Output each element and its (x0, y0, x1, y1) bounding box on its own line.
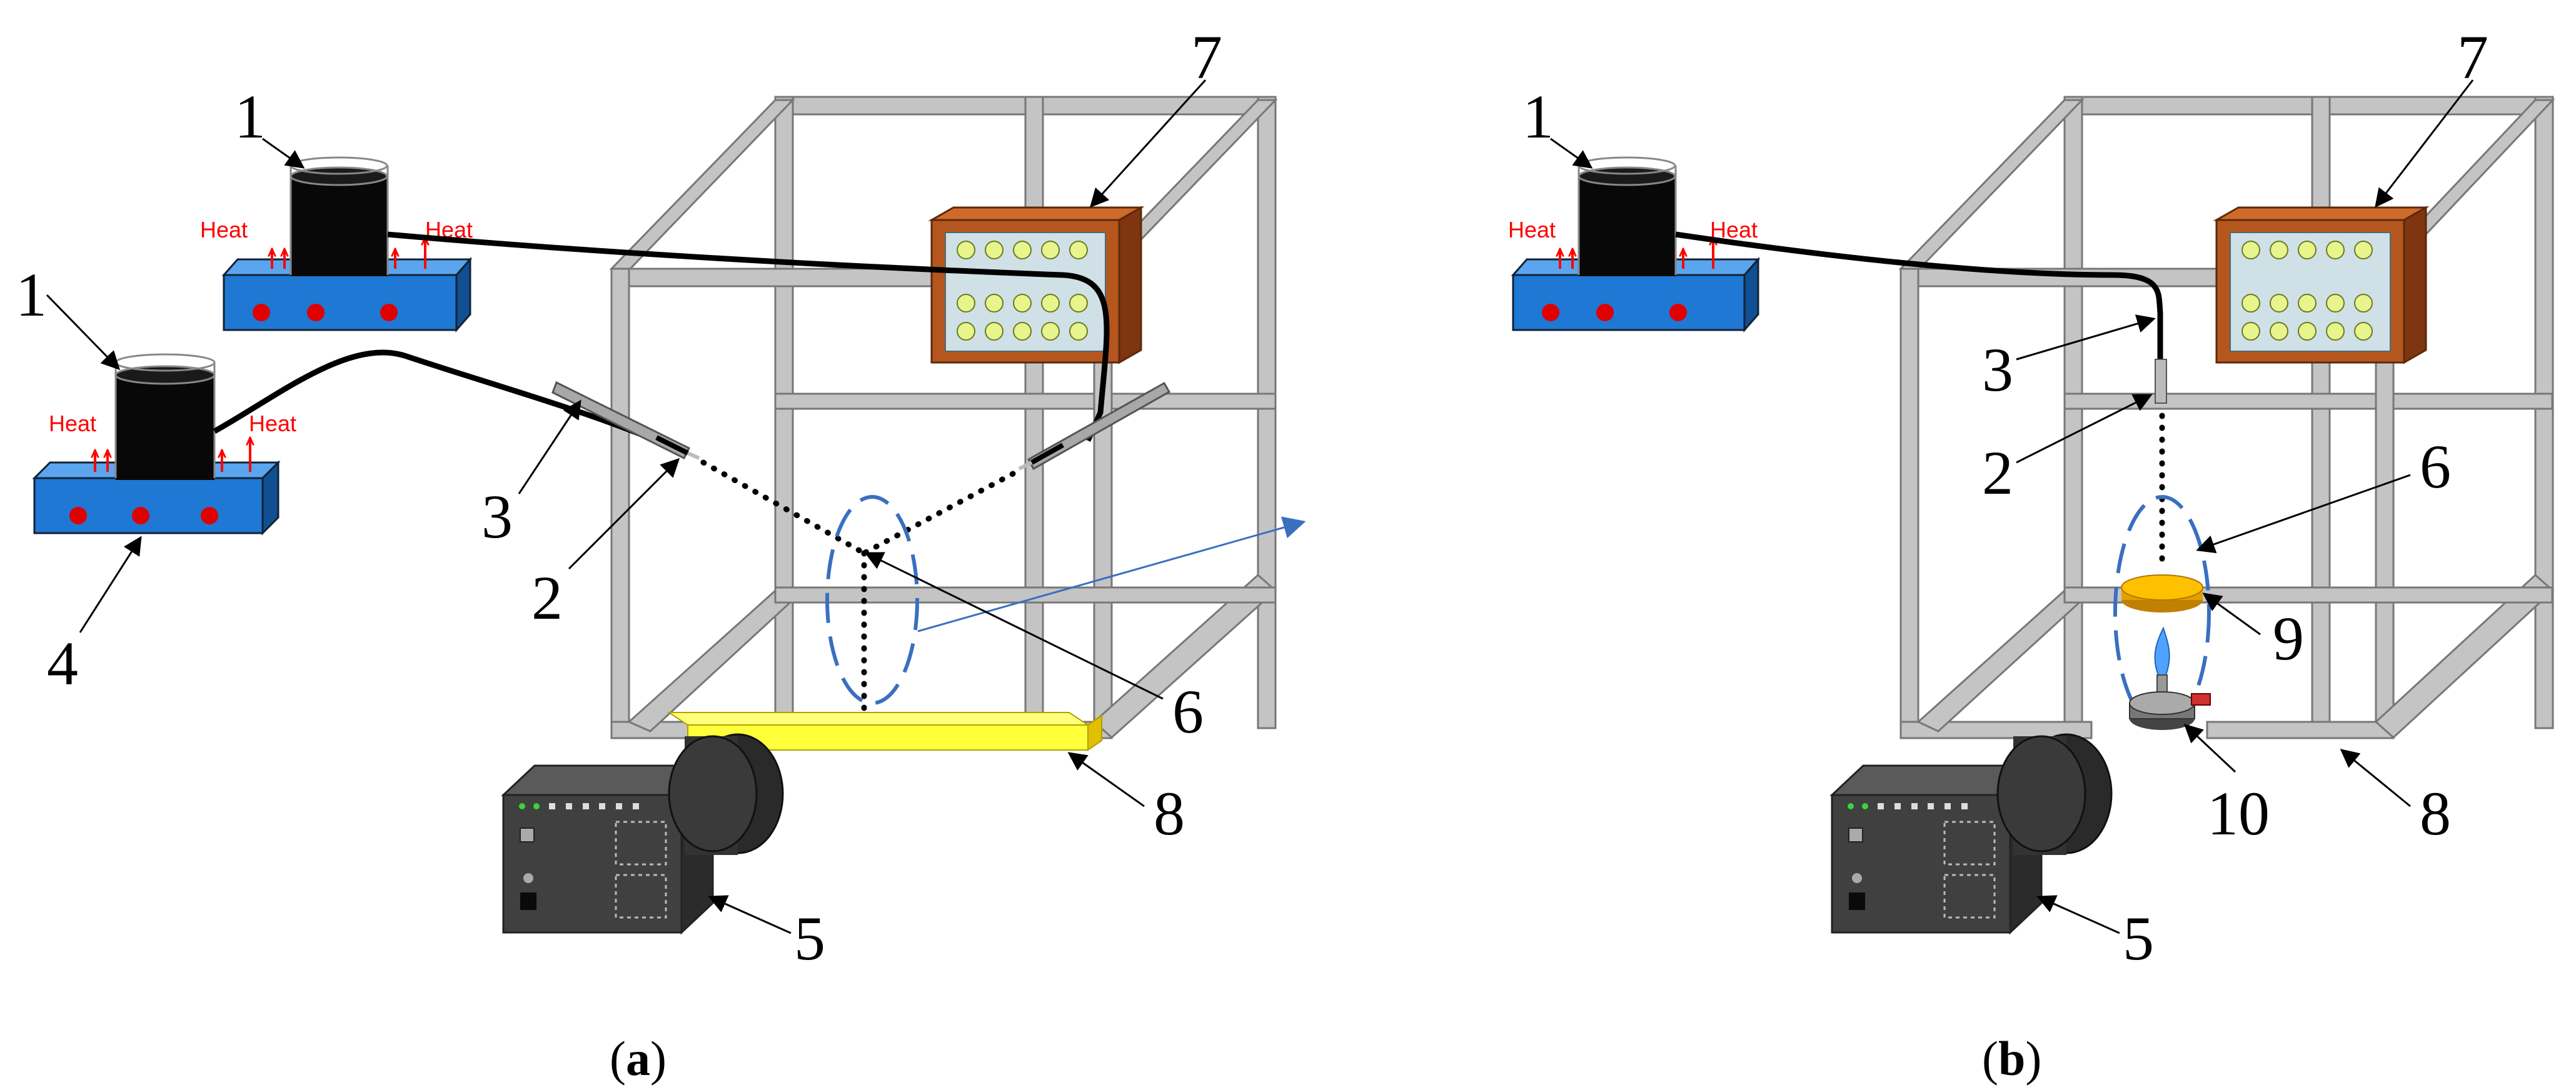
label-frame-base: 8 (2420, 779, 2451, 848)
label-camera: 5 (2123, 904, 2154, 973)
camera-a (501, 733, 784, 935)
label-beaker: 1 (1522, 82, 1554, 151)
heat-label: Heat (249, 411, 296, 436)
label-spray-zone: 6 (1172, 677, 1204, 746)
heat-label: Heat (1508, 217, 1556, 242)
frame-a (609, 96, 1278, 739)
callout-arrows-b (1550, 79, 2474, 934)
nozzle-a-left (551, 381, 700, 460)
heat-arrows-b (1560, 238, 1713, 269)
nozzle-b (2155, 359, 2167, 404)
label-led-array: 7 (2457, 22, 2488, 92)
nozzle-a-right (1018, 381, 1171, 471)
tube-a-upper (387, 231, 1110, 442)
heat-label: Heat (49, 411, 96, 436)
label-nozzle: 2 (1982, 438, 2013, 508)
led-array-b (2241, 241, 2373, 341)
tube-a-lower (213, 349, 680, 453)
spray-zone-a (825, 495, 919, 705)
spray-direction-arrow (917, 516, 1306, 632)
beaker-a-lower (114, 353, 216, 480)
label-beaker: 1 (16, 260, 47, 329)
label-sample-disk: 9 (2273, 604, 2304, 673)
spray-paths-a (700, 459, 1016, 722)
label-camera: 5 (794, 904, 825, 973)
panel-b: Heat Heat (1508, 22, 2555, 1086)
heat-arrows-a (95, 238, 425, 472)
camera-b (1829, 733, 2113, 935)
beaker-a-upper (289, 156, 389, 276)
label-substrate: 8 (1154, 779, 1185, 848)
callout-arrows-a (46, 79, 1207, 934)
panel-label-b: (b) (1982, 1031, 2041, 1086)
heat-label: Heat (200, 217, 248, 242)
hot-plate-b (1511, 257, 1761, 332)
label-led-array: 7 (1191, 22, 1222, 92)
led-array-a (957, 241, 1088, 341)
label-beaker: 1 (234, 82, 266, 151)
panel-label-a: (a) (610, 1031, 667, 1086)
label-hot-plate: 4 (47, 629, 78, 698)
label-burner: 10 (2207, 779, 2270, 848)
burner (2129, 626, 2211, 730)
label-tube: 3 (481, 482, 513, 551)
label-tube: 3 (1982, 335, 2013, 404)
beaker-b (1577, 156, 1677, 276)
label-spray-zone: 6 (2420, 432, 2451, 501)
frame-b (1898, 96, 2555, 739)
sample-disk (2121, 574, 2203, 612)
label-nozzle: 2 (531, 563, 563, 632)
tube-b (1675, 231, 2163, 388)
panel-a: Heat Heat Heat Heat (16, 22, 1306, 1086)
